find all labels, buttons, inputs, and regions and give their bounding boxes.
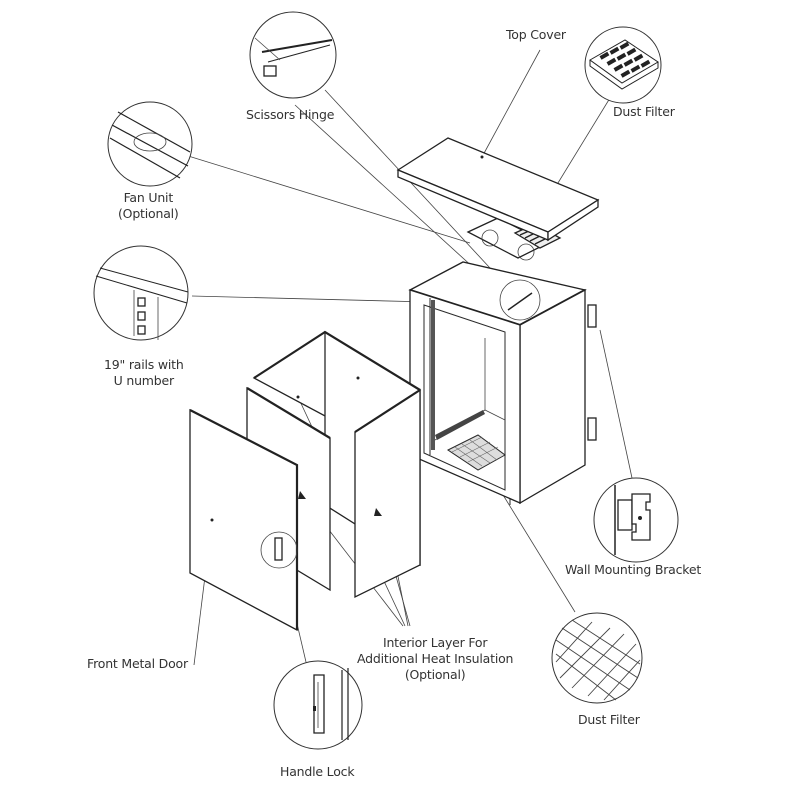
label-rails-line1: 19" rails with — [104, 357, 184, 372]
label-fan-unit-line2: (Optional) — [118, 206, 179, 221]
label-top-cover: Top Cover — [506, 27, 566, 42]
handle-lock-mini-callout — [260, 531, 298, 569]
label-fan-unit-line1: Fan Unit — [123, 190, 174, 205]
callout-dust-filter-top — [584, 26, 662, 104]
label-dust-filter-top: Dust Filter — [613, 104, 675, 119]
callout-handle-lock — [273, 660, 363, 750]
callout-dust-filter-bottom — [551, 612, 643, 704]
label-interior-layer: Interior Layer For Additional Heat Insul… — [357, 635, 513, 683]
callout-wall-bracket — [593, 477, 679, 563]
wall-bracket-lower — [587, 417, 597, 441]
cabinet-body — [408, 261, 597, 505]
label-interior-line2: Additional Heat Insulation — [357, 651, 514, 666]
label-rails-line2: U number — [113, 373, 175, 388]
rack-rail — [431, 300, 435, 450]
callout-fan-unit — [107, 101, 193, 187]
leader-top-cover — [481, 49, 541, 158]
label-fan-unit: Fan Unit (Optional) — [118, 190, 179, 222]
leader-rails — [191, 295, 429, 303]
front-metal-door — [189, 408, 299, 632]
label-interior-line1: Interior Layer For — [382, 635, 488, 650]
leader-fan-unit — [184, 154, 471, 244]
leader-dust-filter-bottom — [499, 489, 576, 613]
top-cover — [396, 137, 600, 242]
filter-slots — [599, 41, 651, 78]
label-scissors-hinge: Scissors Hinge — [246, 107, 335, 122]
label-dust-filter-bottom: Dust Filter — [578, 712, 640, 727]
leader-scissors-hinge-b — [294, 104, 499, 291]
label-handle-lock: Handle Lock — [280, 764, 355, 779]
label-wall-bracket: Wall Mounting Bracket — [565, 562, 702, 577]
bottom-filter — [447, 434, 506, 471]
bottom-rail — [435, 410, 485, 440]
filter-mesh — [555, 619, 641, 701]
wall-bracket-upper — [587, 304, 597, 328]
label-rails: 19" rails with U number — [104, 357, 184, 389]
label-interior-line3: (Optional) — [404, 667, 466, 682]
label-front-door: Front Metal Door — [87, 656, 188, 671]
leader-scissors-hinge-a — [324, 89, 516, 296]
leader-wall-bracket — [599, 329, 633, 479]
cabinet-right-side — [519, 288, 586, 505]
callout-rails — [93, 245, 189, 341]
callout-scissors-hinge — [249, 11, 337, 99]
